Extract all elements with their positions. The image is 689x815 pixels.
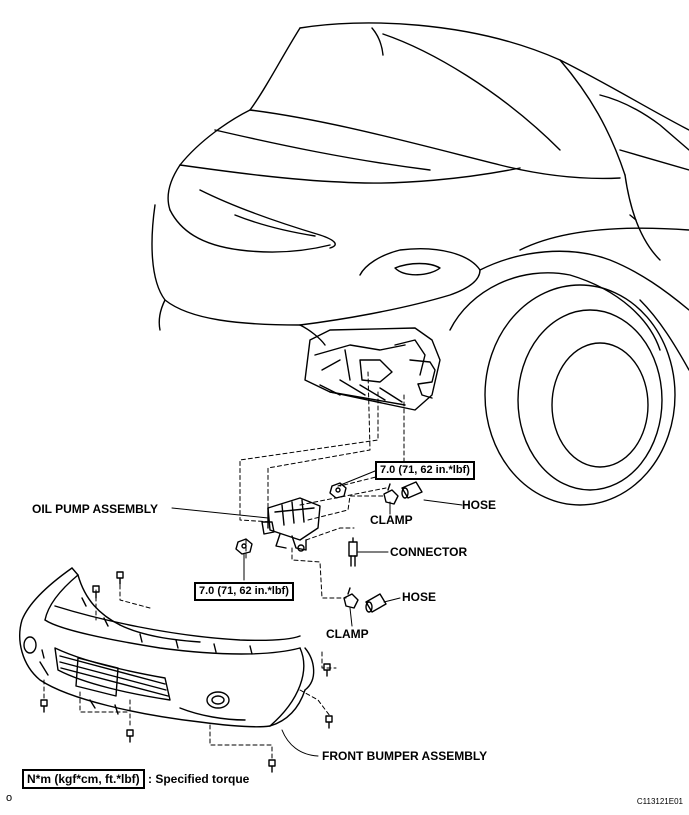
torque-legend: N*m (kgf*cm, ft.*lbf) : Specified torque [22,769,249,789]
front-bumper-assembly-label: FRONT BUMPER ASSEMBLY [322,749,488,763]
clamp-icon [383,483,399,505]
torque-legend-box: N*m (kgf*cm, ft.*lbf) [22,769,145,789]
hose-upper-label: HOSE [462,498,497,512]
bolt-icon [116,571,124,585]
connector-label: CONNECTOR [390,545,468,559]
front-bumper-outline [19,567,315,728]
bolt-icon [323,663,331,677]
oil-pump-icon [261,497,321,552]
nut-icon [329,482,347,499]
hose-icon [401,481,423,499]
figure-id: C113121E01 [636,797,683,806]
corner-mark: o [6,792,13,804]
clamp-icon [343,587,359,609]
bolt-icon [40,699,48,713]
clamp-upper-label: CLAMP [370,513,413,527]
bolt-icon [92,585,100,599]
bolt-icon [126,729,134,743]
torque-spec-lower: 7.0 (71, 62 in.*lbf) [194,582,294,601]
leader-lines [43,371,405,761]
engine-bay-inset [304,327,441,411]
callout-leaders [171,470,463,757]
torque-spec-upper: 7.0 (71, 62 in.*lbf) [375,461,475,480]
bolt-icon [268,759,276,773]
clamp-lower-label: CLAMP [326,627,369,641]
hose-icon [365,593,387,613]
nut-icon [235,538,253,555]
oil-pump-assembly-label: OIL PUMP ASSEMBLY [32,502,159,516]
hose-lower-label: HOSE [402,590,437,604]
vehicle-body-outline [151,22,689,506]
bolt-icon [325,715,333,729]
connector-icon [348,537,358,567]
torque-legend-description: : Specified torque [148,772,250,786]
